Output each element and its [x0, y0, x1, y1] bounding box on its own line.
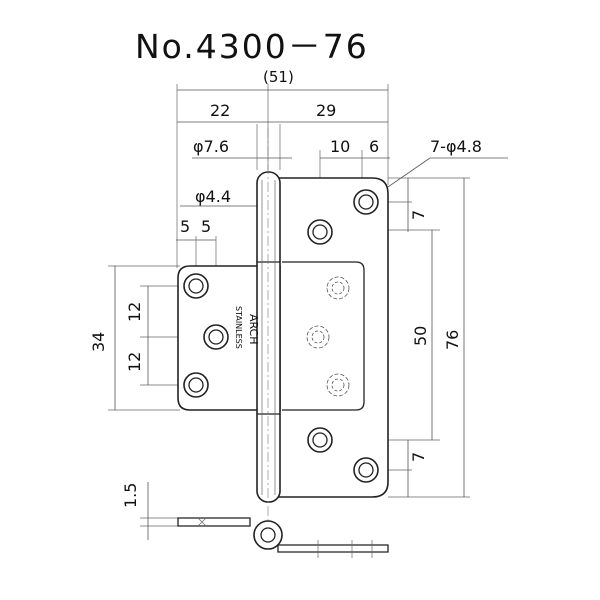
- dim-thickness: 1.5: [121, 483, 140, 508]
- dim-left-leaf-width: 22: [210, 101, 230, 120]
- brand-stamp: ARCH: [247, 314, 260, 345]
- hinge-body: [177, 128, 389, 545]
- section-view: 1.5: [121, 482, 389, 558]
- dim-left-pitch-top: 12: [125, 302, 144, 322]
- dim-left-height: 34: [89, 332, 108, 352]
- dim-pin-diameter: φ7.6: [193, 137, 229, 156]
- left-leaf: [177, 265, 281, 411]
- hole-right-lower-icon: [307, 427, 333, 453]
- left-leaf-section: [177, 517, 251, 527]
- dim-right-edge-bottom: 7: [409, 452, 428, 462]
- hidden-hole-top-icon: [326, 276, 350, 300]
- hole-left-bottom-icon: [183, 372, 209, 398]
- dim-right-edge-top: 7: [409, 210, 428, 220]
- dim-right-height: 76: [443, 330, 462, 350]
- hole-right-upper-icon: [307, 219, 333, 245]
- hole-left-top-icon: [183, 273, 209, 299]
- hole-left-middle-icon: [203, 324, 229, 350]
- model-title: No.4300－76: [135, 27, 369, 66]
- hidden-hole-bottom-icon: [326, 373, 350, 397]
- dim-right-leaf-width: 29: [316, 101, 336, 120]
- dim-hole-offset-2: 6: [369, 137, 379, 156]
- mounting-holes: [183, 189, 379, 483]
- right-leaf: [267, 177, 389, 498]
- dim-right-pitch: 50: [411, 326, 430, 346]
- right-leaf-recess: [282, 261, 365, 411]
- dim-hole-offset-1: 10: [330, 137, 350, 156]
- hole-right-top-icon: [353, 189, 379, 215]
- dim-bore-diameter: φ4.4: [195, 187, 231, 206]
- left-dimensions: 34 12 12: [89, 265, 216, 411]
- dim-overall-width: (51): [263, 68, 294, 86]
- right-leaf-section: [277, 544, 389, 553]
- hinge-knuckle: [256, 171, 281, 503]
- material-stamp: STAINLESS: [234, 306, 243, 349]
- hole-right-bottom-icon: [353, 457, 379, 483]
- hidden-hole-middle-icon: [306, 325, 330, 349]
- knuckle-section-icon: [253, 520, 283, 550]
- dim-hole-spec: 7-φ4.8: [430, 137, 482, 156]
- dim-left-hole-x2: 5: [201, 217, 211, 236]
- dim-left-pitch-bottom: 12: [125, 352, 144, 372]
- dim-left-hole-x1: 5: [180, 217, 190, 236]
